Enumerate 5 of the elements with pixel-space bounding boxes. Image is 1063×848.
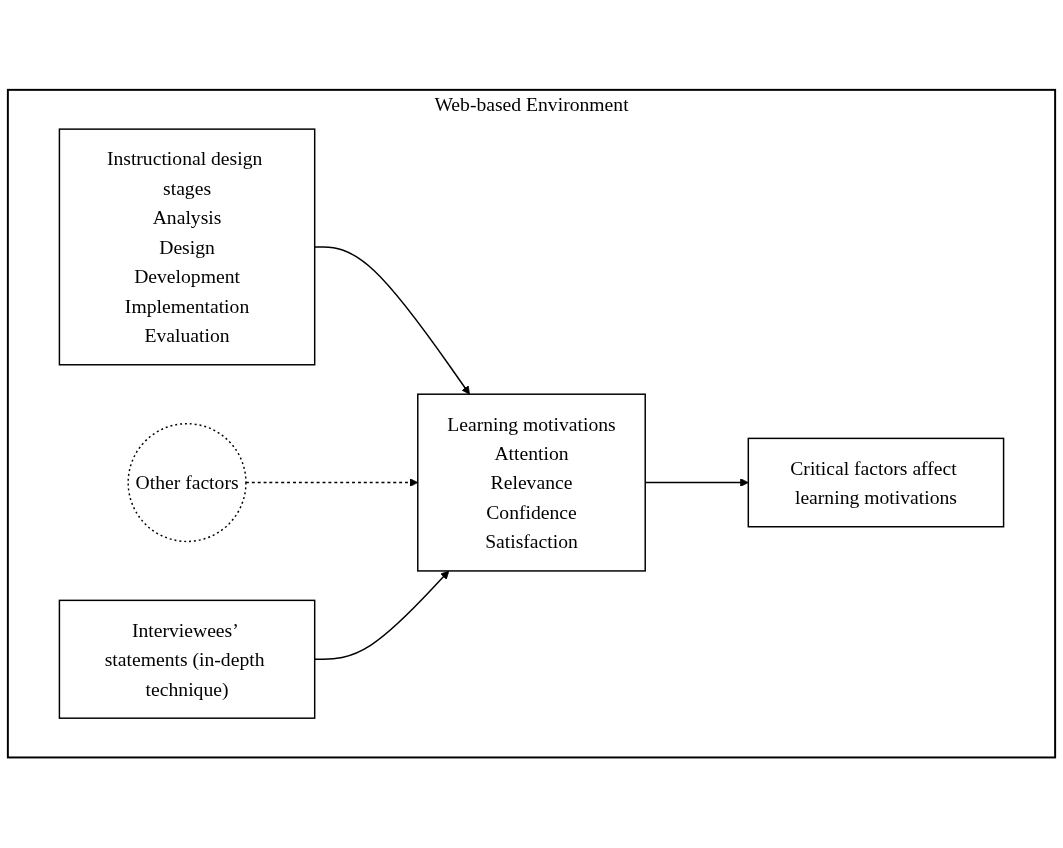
node-box: Interviewees’ statements (in-depth technique) bbox=[58, 599, 316, 720]
node-circle: Other factors bbox=[127, 423, 247, 543]
node-box: Instructional design stages Analysis Design Development Implementation Evaluation bbox=[58, 128, 316, 366]
node-box: Learning motivations Attention Relevance Confidence Satisfaction bbox=[417, 393, 646, 572]
node-box: Critical factors affect learning motivations bbox=[747, 438, 1005, 528]
